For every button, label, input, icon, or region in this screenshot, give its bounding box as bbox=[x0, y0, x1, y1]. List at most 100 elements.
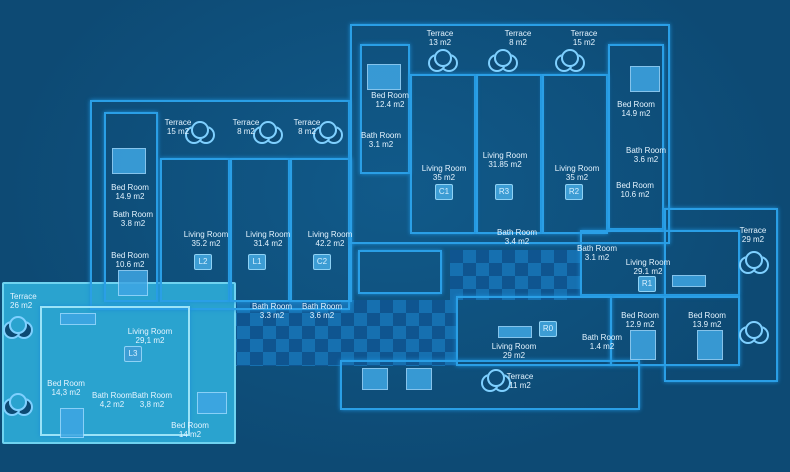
plant-icon bbox=[191, 121, 209, 139]
room-area: 14.9 m2 bbox=[115, 192, 145, 201]
room-area: 11 m2 bbox=[509, 381, 531, 390]
room-name: Living Room bbox=[421, 164, 467, 173]
plant-icon bbox=[745, 251, 763, 269]
unit-badge-r2[interactable]: R2 bbox=[565, 184, 583, 200]
room-name: Living Room bbox=[482, 151, 528, 160]
room-name: Bed Room bbox=[111, 183, 149, 192]
room-name: Living Room bbox=[625, 258, 671, 267]
room-name: Living Room bbox=[307, 230, 353, 239]
plant-icon bbox=[494, 49, 512, 67]
room-name: Bath Room bbox=[251, 302, 293, 311]
wall-south bbox=[340, 360, 640, 410]
room-area: 15 m2 bbox=[572, 38, 596, 47]
room-area: 29 m2 bbox=[502, 351, 526, 360]
room-name: Bed Room bbox=[621, 311, 659, 320]
wall-r1 bbox=[580, 230, 740, 296]
room-area: 8 m2 bbox=[298, 127, 316, 136]
room-area: 35 m2 bbox=[565, 173, 589, 182]
room-name: Living Room bbox=[554, 164, 600, 173]
room-area: 29.1 m2 bbox=[633, 267, 663, 276]
room-area: 3.4 m2 bbox=[504, 237, 530, 246]
elevator bbox=[406, 368, 432, 390]
room-area: 3.3 m2 bbox=[259, 311, 285, 320]
wall-l2 bbox=[160, 158, 230, 302]
unit-badge-l2[interactable]: L2 bbox=[194, 254, 212, 270]
unit-badge-c1[interactable]: C1 bbox=[435, 184, 453, 200]
bed bbox=[630, 66, 660, 92]
bed bbox=[697, 330, 723, 360]
wall-stairs bbox=[358, 250, 442, 294]
room-area: 10.6 m2 bbox=[620, 190, 650, 199]
bed bbox=[112, 148, 146, 174]
room-area: 13.9 m2 bbox=[692, 320, 722, 329]
room-name: Bath Room bbox=[625, 146, 667, 155]
room-area: 26 m2 bbox=[10, 301, 33, 310]
room-name: Terrace bbox=[504, 29, 532, 38]
room-name: Living Room bbox=[245, 230, 291, 239]
unit-badge-r3[interactable]: R3 bbox=[495, 184, 513, 200]
room-area: 12.4 m2 bbox=[375, 100, 405, 109]
room-area: 3.8 m2 bbox=[120, 219, 146, 228]
room-name: Bed Room bbox=[688, 311, 726, 320]
plant-icon bbox=[561, 49, 579, 67]
room-area: 12.9 m2 bbox=[625, 320, 655, 329]
room-area: 42.2 m2 bbox=[315, 239, 345, 248]
wall-r2-bed bbox=[608, 44, 664, 230]
room-name: Terrace bbox=[232, 118, 260, 127]
room-name: Bed Room bbox=[616, 181, 654, 190]
unit-badge-c2[interactable]: C2 bbox=[313, 254, 331, 270]
plant-icon bbox=[487, 369, 505, 387]
room-area: 35 m2 bbox=[432, 173, 456, 182]
wall-c1 bbox=[410, 74, 476, 234]
room-name: Bath Room bbox=[91, 391, 133, 400]
wall-l3-inner bbox=[40, 306, 190, 436]
room-name: Terrace bbox=[10, 292, 37, 301]
unit-badge-r1[interactable]: R1 bbox=[638, 276, 656, 292]
wall-block-north bbox=[350, 24, 670, 244]
wall-c1-bed bbox=[360, 44, 410, 174]
room-name: Bath Room bbox=[131, 391, 173, 400]
room-area: 10.6 m2 bbox=[115, 260, 145, 269]
room-area: 35.2 m2 bbox=[191, 239, 221, 248]
room-name: Bath Room bbox=[360, 131, 402, 140]
unit-badge-l3[interactable]: L3 bbox=[124, 346, 142, 362]
wall-block-west bbox=[90, 100, 350, 310]
unit-badge-r0[interactable]: R0 bbox=[539, 321, 557, 337]
bed bbox=[367, 64, 401, 90]
room-area: 14.9 m2 bbox=[621, 109, 651, 118]
room-area: 3.6 m2 bbox=[309, 311, 335, 320]
room-area: 13 m2 bbox=[428, 38, 452, 47]
bed bbox=[118, 270, 148, 296]
plant-icon bbox=[259, 121, 277, 139]
room-name: Bath Room bbox=[581, 333, 623, 342]
room-area: 3,8 m2 bbox=[139, 400, 165, 409]
room-name: Bed Room bbox=[111, 251, 149, 260]
room-area: 3.1 m2 bbox=[584, 253, 610, 262]
room-area: 31.4 m2 bbox=[253, 239, 283, 248]
unit-badge-l1[interactable]: L1 bbox=[248, 254, 266, 270]
room-name: Terrace bbox=[293, 118, 321, 127]
wall-l2-bed bbox=[104, 112, 158, 302]
bed bbox=[197, 392, 227, 414]
corridor-east bbox=[450, 250, 580, 300]
